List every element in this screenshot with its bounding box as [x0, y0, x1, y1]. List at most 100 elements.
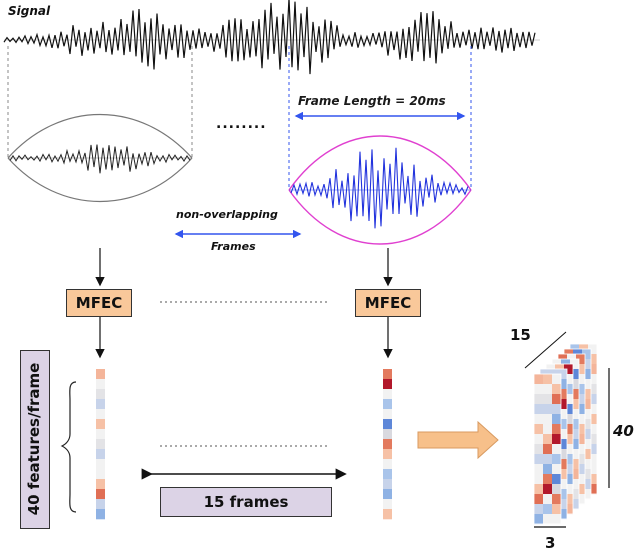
cube-cell	[570, 469, 579, 480]
left-feature-cell	[96, 429, 105, 440]
cube-cell	[570, 459, 579, 470]
cube-cell	[543, 474, 552, 485]
cube-cell	[564, 404, 573, 415]
cube-cell	[558, 429, 567, 440]
cube-cell	[552, 514, 561, 525]
right-feature-cell	[383, 429, 392, 440]
cube-cell	[576, 374, 585, 385]
cube-cell	[582, 409, 591, 420]
cube-cell	[558, 369, 567, 380]
cube-cell	[564, 414, 573, 425]
cube-cell	[558, 409, 567, 420]
cube-cell	[564, 494, 573, 505]
cube-cell	[552, 384, 561, 395]
cube-cell	[582, 349, 591, 360]
height-dimension-label: 40	[613, 422, 634, 440]
right-feature-cell	[383, 399, 392, 410]
cube-cell	[558, 419, 567, 430]
cube-cell	[543, 444, 552, 455]
window-lower-right	[288, 189, 472, 245]
cube-cell	[570, 419, 579, 430]
right-feature-cell	[383, 479, 392, 490]
window-lower-left	[7, 157, 193, 203]
cube-cell	[564, 474, 573, 485]
features-per-frame-label: 40 features/frame	[25, 362, 43, 516]
cube-cell	[570, 489, 579, 500]
cube-cell	[558, 389, 567, 400]
cube-cell	[582, 419, 591, 430]
cube-cell	[552, 474, 561, 485]
left-feature-cell	[96, 449, 105, 460]
cube-cell	[534, 464, 543, 475]
cube-cell	[588, 444, 597, 455]
cube-cell	[534, 504, 543, 515]
cube-cell	[552, 504, 561, 515]
cube-cell	[576, 414, 585, 425]
cube-cell	[576, 384, 585, 395]
right-feature-cell	[383, 439, 392, 450]
feature-column-right	[383, 369, 392, 520]
right-feature-cell	[383, 489, 392, 500]
cube-cell	[564, 454, 573, 465]
left-feature-cell	[96, 389, 105, 400]
cube-cell	[588, 394, 597, 405]
cube-cell	[558, 509, 567, 520]
left-feature-cell	[96, 369, 105, 380]
features-per-frame-box	[20, 350, 50, 529]
right-feature-cell	[383, 379, 392, 390]
left-feature-cell	[96, 399, 105, 410]
cube-cell	[534, 434, 543, 445]
cube-cell	[582, 459, 591, 470]
cube-cell	[543, 424, 552, 435]
curly-brace	[60, 381, 77, 513]
cube-cell	[564, 424, 573, 435]
right-feature-cell	[383, 469, 392, 480]
frames-label: Frames	[211, 240, 256, 253]
cube-cell	[534, 494, 543, 505]
mfec-box-right: MFEC	[355, 289, 421, 317]
cube-cell	[570, 479, 579, 490]
signal-waveform	[3, 0, 536, 75]
cube-cell	[552, 464, 561, 475]
cube-cell	[552, 374, 561, 385]
cube-cell	[582, 369, 591, 380]
cube-cell	[588, 484, 597, 495]
cube-cell	[564, 504, 573, 515]
depth-dimension-label: 15	[510, 326, 531, 344]
feature-column-left	[96, 369, 105, 520]
cube-cell	[582, 429, 591, 440]
cube-cell	[534, 514, 543, 525]
cube-cell	[582, 379, 591, 390]
cube-cell	[564, 484, 573, 495]
cube-cell	[543, 484, 552, 495]
cube-cell	[543, 504, 552, 515]
cube-cell	[543, 374, 552, 385]
cube-cell	[564, 444, 573, 455]
cube-cell	[588, 374, 597, 385]
left-feature-cell	[96, 469, 105, 480]
width-dimension-label: 3	[545, 534, 556, 552]
depth-dimension-line	[524, 331, 567, 369]
cube-cell	[588, 354, 597, 365]
feature-cube-stack	[533, 343, 598, 525]
cube-cell	[534, 384, 543, 395]
right-feature-cell	[383, 409, 392, 420]
cube-cell	[534, 484, 543, 495]
right-feature-cell	[383, 369, 392, 380]
left-feature-cell	[96, 499, 105, 510]
window-upper-right	[288, 135, 472, 191]
cube-cell	[570, 359, 579, 370]
cube-cell	[576, 494, 585, 505]
cube-cell	[576, 404, 585, 415]
cube-cell	[534, 394, 543, 405]
cube-cell	[582, 439, 591, 450]
cube-cell	[582, 479, 591, 490]
left-feature-cell	[96, 479, 105, 490]
cube-cell	[558, 459, 567, 470]
cube-cell	[570, 429, 579, 440]
cube-cell	[582, 359, 591, 370]
cube-layer-outline	[533, 373, 562, 525]
cube-cell	[564, 464, 573, 475]
cube-cell	[588, 454, 597, 465]
cube-cell	[570, 449, 579, 460]
